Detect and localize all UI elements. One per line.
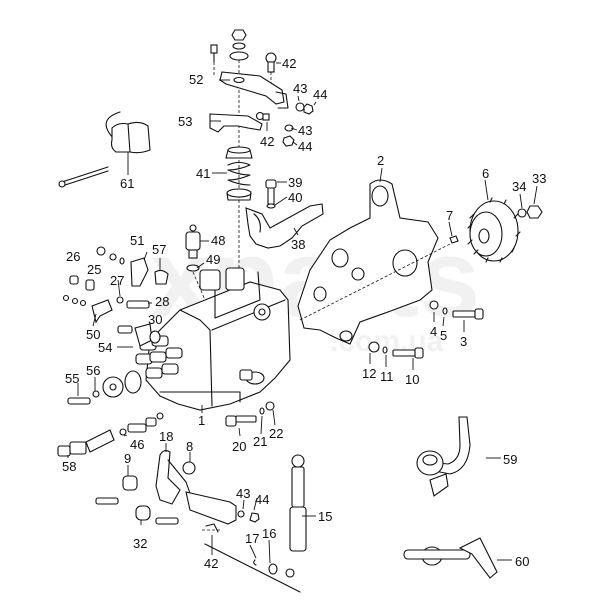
bracket-53 xyxy=(209,111,270,133)
callout-22: 22 xyxy=(269,426,284,441)
callout-17: 17 xyxy=(245,531,260,546)
callout-3: 3 xyxy=(460,334,468,349)
callout-55: 55 xyxy=(65,371,80,386)
callout-42-bottom: 42 xyxy=(204,556,219,571)
callout-59: 59 xyxy=(503,452,518,467)
ball-stud-42-top xyxy=(265,52,277,88)
spring-41 xyxy=(225,146,253,201)
callout-48: 48 xyxy=(211,233,226,248)
bracket-52 xyxy=(219,71,289,109)
callout-56: 56 xyxy=(86,363,101,378)
callout-42-top: 42 xyxy=(282,56,297,71)
callout-43-bottom: 43 xyxy=(236,486,251,501)
callout-2: 2 xyxy=(377,153,385,168)
callout-44-mid: 44 xyxy=(298,139,313,154)
callout-50: 50 xyxy=(86,327,101,342)
bolts-3-4-5 xyxy=(429,300,484,320)
callout-5: 5 xyxy=(440,328,448,343)
callout-30: 30 xyxy=(148,312,163,327)
callout-44-bottom: 44 xyxy=(255,492,270,507)
leader-lines xyxy=(67,62,538,564)
callout-43-mid: 43 xyxy=(298,123,313,138)
callout-57: 57 xyxy=(152,242,167,257)
bolt-39 xyxy=(265,179,277,209)
callout-52: 52 xyxy=(189,72,204,87)
callout-44-top: 44 xyxy=(313,87,328,102)
callout-8: 8 xyxy=(186,439,194,454)
callout-49: 49 xyxy=(206,252,221,267)
callout-42-mid: 42 xyxy=(260,134,275,149)
callout-43-top: 43 xyxy=(293,81,308,96)
bolts-10-11-12 xyxy=(368,341,424,359)
injector-48 xyxy=(185,224,206,301)
callout-61: 61 xyxy=(120,176,135,191)
shaft-58 xyxy=(57,412,164,457)
callout-11: 11 xyxy=(380,369,394,384)
top-nut-stack xyxy=(229,29,249,290)
callout-60: 60 xyxy=(515,554,530,569)
callout-10: 10 xyxy=(405,372,420,387)
bracket-2 xyxy=(297,179,451,345)
callout-25: 25 xyxy=(87,262,102,277)
callout-18: 18 xyxy=(159,429,174,444)
pump-body-1 xyxy=(135,267,291,411)
callout-51: 51 xyxy=(130,233,145,248)
callout-15: 15 xyxy=(318,509,333,524)
callout-41: 41 xyxy=(196,166,211,181)
lever-18 xyxy=(95,449,197,525)
callout-26: 26 xyxy=(66,249,81,264)
pulley-56 xyxy=(67,370,142,405)
bolt-20 xyxy=(225,401,275,427)
sprocket-6 xyxy=(449,197,543,263)
nuts-43-44-top xyxy=(295,102,314,115)
callout-16: 16 xyxy=(262,526,277,541)
callout-4: 4 xyxy=(430,324,438,339)
bracket-lower xyxy=(185,491,260,533)
callout-53: 53 xyxy=(178,114,193,129)
nuts-43-44-mid xyxy=(282,124,295,147)
pipe-59 xyxy=(416,416,471,497)
left-small-parts xyxy=(62,246,169,347)
callout-39: 39 xyxy=(288,175,303,190)
callout-27: 27 xyxy=(110,273,125,288)
callout-1: 1 xyxy=(198,413,206,428)
coil-61 xyxy=(58,111,151,188)
callout-32: 32 xyxy=(133,536,148,551)
callout-58: 58 xyxy=(62,459,77,474)
damper-15 xyxy=(204,454,307,593)
callout-9: 9 xyxy=(124,451,132,466)
callout-6: 6 xyxy=(482,166,490,181)
callout-12: 12 xyxy=(362,366,377,381)
callout-7: 7 xyxy=(446,208,454,223)
small-screw-top xyxy=(210,44,218,75)
callout-46: 46 xyxy=(130,437,145,452)
callout-20: 20 xyxy=(232,439,247,454)
callout-33: 33 xyxy=(532,171,547,186)
callout-34: 34 xyxy=(512,179,527,194)
pipe-60 xyxy=(403,537,498,579)
callout-40: 40 xyxy=(288,190,303,205)
bracket-38 xyxy=(245,203,324,249)
callout-28: 28 xyxy=(155,294,170,309)
callout-54: 54 xyxy=(98,340,113,355)
callout-38: 38 xyxy=(291,237,306,252)
callout-21: 21 xyxy=(253,434,268,449)
